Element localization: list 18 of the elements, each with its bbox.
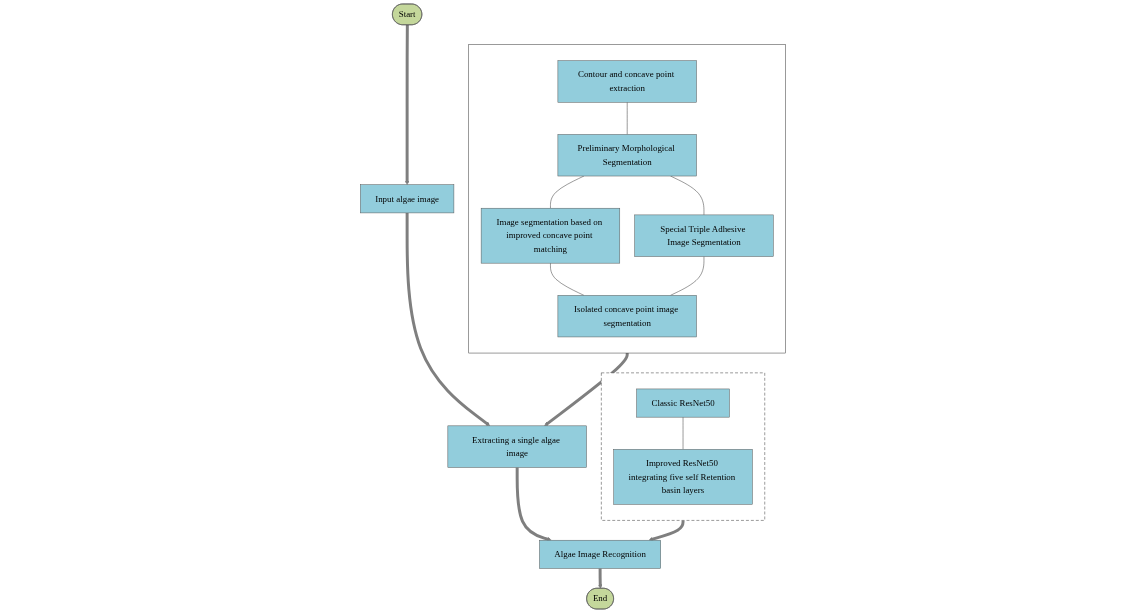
- node-box: Image segmentation based on improved concave point matching: [480, 207, 621, 264]
- node-box: Isolated concave point image segmentation: [557, 295, 697, 338]
- cluster: [601, 372, 765, 521]
- node-box: Special Triple Adhesive Image Segmentation: [634, 214, 774, 257]
- arrow: [404, 24, 410, 185]
- arrow: [405, 212, 490, 427]
- node-box: Classic ResNet50: [636, 388, 730, 418]
- arrow: [515, 467, 552, 542]
- node-box: Extracting a single algae image: [447, 425, 587, 468]
- node-box: Algae Image Recognition: [539, 539, 661, 569]
- arrow: [544, 352, 629, 427]
- arrow: [598, 568, 603, 589]
- node-box: Contour and concave point extraction: [557, 60, 697, 103]
- cluster: [468, 44, 786, 354]
- arrow: [648, 520, 685, 542]
- node-box: Input algae image: [360, 184, 455, 214]
- node-box: Improved ResNet50 integrating five self Retention basin layers: [613, 449, 753, 505]
- node-box: Preliminary Morphological Segmentation: [557, 134, 697, 177]
